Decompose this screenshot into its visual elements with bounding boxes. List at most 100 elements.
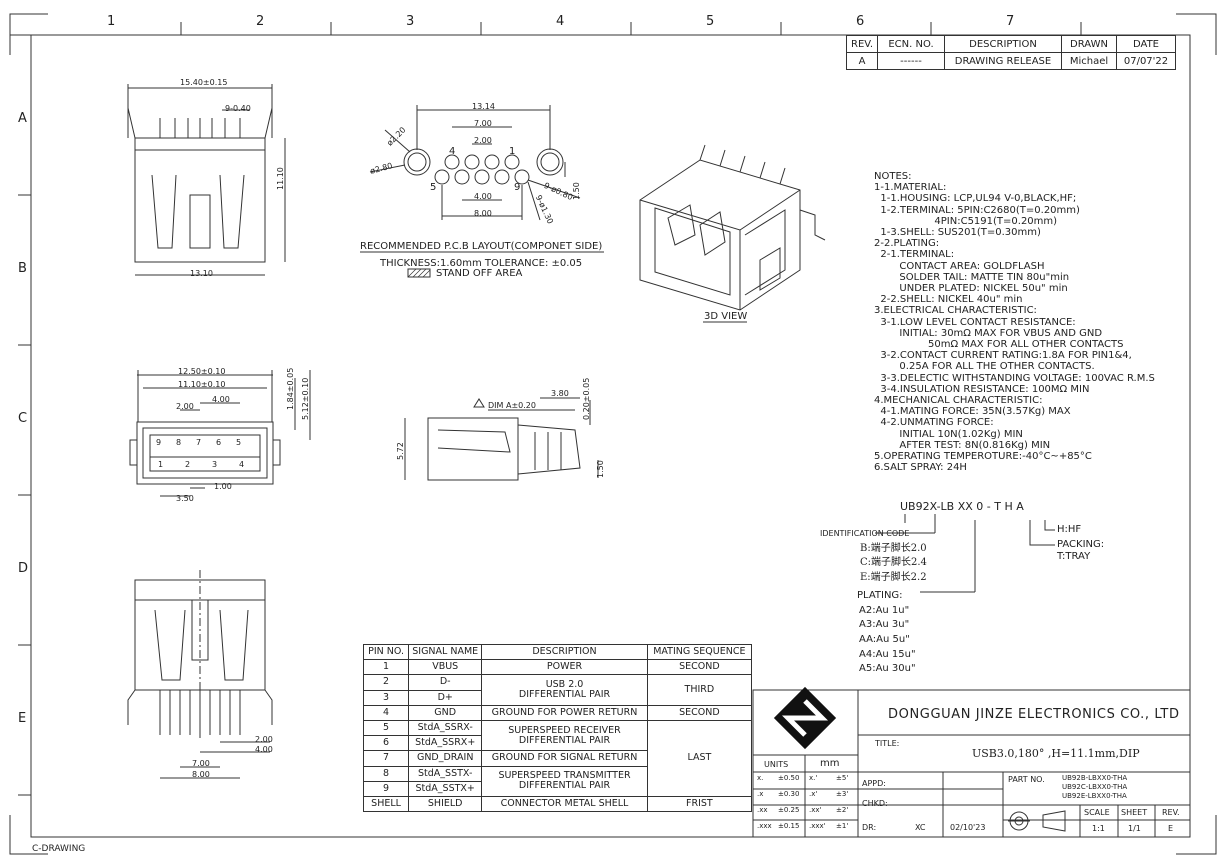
- note-line: 4.MECHANICAL CHARACTERISTIC:: [874, 395, 1043, 407]
- side-dim-572: 5.72: [396, 442, 405, 460]
- note-line: 0.25A FOR ALL THE OTHER CONTACTS.: [874, 361, 1095, 373]
- rev-value: E: [1168, 824, 1174, 833]
- table-row: 4 GND GROUND FOR POWER RETURN SECOND: [362, 704, 753, 721]
- company-name: DONGGUAN JINZE ELECTRONICS CO., LTD: [888, 707, 1180, 722]
- pin-no: 6: [362, 735, 410, 752]
- face-dim-1: 1.00: [214, 482, 232, 491]
- note-line: INITIAL: 30mΩ MAX FOR VBUS AND GND: [874, 327, 1103, 339]
- note-line: 1-2.TERMINAL: 5PIN:C2680(T=0.20mm): [874, 204, 1080, 216]
- face-pin-3: 3: [212, 460, 218, 469]
- face-dim-outer: 12.50±0.10: [178, 367, 226, 376]
- note-line: 3-1.LOW LEVEL CONTACT RESISTANCE:: [874, 316, 1076, 328]
- face-dim-35: 3.50: [176, 494, 194, 503]
- face-pin-2: 2: [185, 460, 191, 469]
- identification-e: E:端子脚长2.2: [860, 572, 927, 583]
- pin-no: 3: [362, 689, 410, 706]
- col-label-6: 6: [856, 14, 865, 29]
- pcb-standoff: STAND OFF AREA: [436, 268, 523, 279]
- identification-b: B:端子脚长2.0: [860, 543, 927, 554]
- hf-label: H:HF: [1057, 524, 1082, 535]
- note-line: 3-2.CONTACT CURRENT RATING:1.8A FOR PIN1…: [874, 350, 1132, 362]
- tolerance-cell: ±1': [836, 822, 849, 830]
- description-value: DRAWING RELEASE: [944, 52, 1062, 70]
- col-label-1: 1: [107, 14, 116, 29]
- note-line: UNDER PLATED: NICKEL 50u" min: [874, 283, 1068, 295]
- pcb-dim-8: 8.00: [474, 209, 492, 218]
- pcb-dim-4: 4.00: [474, 192, 492, 201]
- mating-sequence: FRIST: [646, 795, 753, 813]
- mating-sequence: LAST: [646, 719, 753, 797]
- plating-label: PLATING:: [857, 590, 903, 601]
- face-pin-4: 4: [239, 460, 245, 469]
- plating-aa: AA:Au 5u": [859, 634, 910, 645]
- side-dim-15: 1.50: [596, 460, 605, 478]
- scale-label: SCALE: [1084, 808, 1110, 817]
- pcb-pin-1: 1: [509, 146, 516, 157]
- face-dim-2: 2.00: [176, 402, 194, 411]
- pcb-dim-7: 7.00: [474, 119, 492, 128]
- drawn-value: Michael: [1061, 52, 1117, 70]
- face-pin-8: 8: [176, 438, 182, 447]
- pin-header-no: PIN NO.: [362, 643, 410, 661]
- dim-width: 15.40±0.15: [180, 78, 228, 87]
- table-row: SHELL SHIELD CONNECTOR METAL SHELL FRIST: [362, 795, 753, 813]
- ecn-header: ECN. NO.: [877, 35, 945, 53]
- units-value: mm: [820, 758, 840, 769]
- tolerance-cell: ±2': [836, 806, 849, 814]
- col-label-2: 2: [256, 14, 265, 29]
- face-dim-inner: 11.10±0.10: [178, 380, 226, 389]
- signal-name: StdA_SSTX-: [408, 765, 483, 782]
- notes-block: NOTES:1-1.MATERIAL: 1-1.HOUSING: LCP,UL9…: [874, 171, 1155, 473]
- pcb-pin-9: 9: [514, 182, 521, 193]
- signal-name: StdA_SSRX+: [408, 735, 483, 752]
- pcb-pin-4: 4: [449, 146, 456, 157]
- side-dim-02: 0.20±0.05: [582, 377, 591, 420]
- drawn-header: DRAWN: [1061, 35, 1117, 53]
- appd-label: APPD:: [862, 779, 886, 788]
- pcb-layout-title: RECOMMENDED P.C.B LAYOUT(COMPONET SIDE): [360, 241, 603, 252]
- row-label-d: D: [18, 561, 29, 576]
- scale-value: 1:1: [1092, 824, 1105, 833]
- mating-sequence: SECOND: [646, 659, 753, 676]
- note-line: 3-4.INSULATION RESISTANCE: 100MΩ MIN: [874, 383, 1090, 395]
- tolerance-cell: ±3': [836, 790, 849, 798]
- note-line: 3-3.DELECTIC WITHSTANDING VOLTAGE: 100VA…: [874, 372, 1155, 384]
- face-pin-7: 7: [196, 438, 202, 447]
- tolerance-cell: .x': [809, 790, 818, 798]
- dim-pin-width: 9-0.40: [225, 104, 251, 113]
- pin-no: 4: [362, 704, 410, 721]
- note-line: AFTER TEST: 8N(0.816Kg) MIN: [874, 439, 1051, 451]
- note-line: 1-1.HOUSING: LCP,UL94 V-0,BLACK,HF;: [874, 193, 1077, 205]
- note-line: 3.ELECTRICAL CHARACTERISTIC:: [874, 305, 1037, 317]
- dr-label: DR:: [862, 823, 877, 832]
- note-line: CONTACT AREA: GOLDFLASH: [874, 260, 1045, 272]
- table-row: 9 StdA_SSTX+: [362, 780, 752, 797]
- identification-c: C:端子脚长2.4: [860, 557, 927, 568]
- title-label: TITLE:: [875, 739, 900, 748]
- note-line: 1-3.SHELL: SUS201(T=0.30mm): [874, 227, 1041, 239]
- signal-name: GND_DRAIN: [408, 750, 483, 767]
- tolerance-cell: ±0.30: [778, 790, 800, 798]
- face-dim-4: 4.00: [212, 395, 230, 404]
- note-line: 2-1.TERMINAL:: [874, 249, 955, 261]
- face-pin-1: 1: [158, 460, 164, 469]
- dim-shell-width: 13.10: [190, 269, 213, 278]
- bottom-dim-7: 7.00: [192, 759, 210, 768]
- date-value: 07/07'22: [1116, 52, 1176, 70]
- iso-view-label: 3D VIEW: [704, 311, 748, 322]
- signal-name: D+: [408, 689, 483, 706]
- ecn-value: ------: [877, 52, 945, 70]
- description: GROUND FOR SIGNAL RETURN: [481, 750, 648, 767]
- note-line: 2-2.SHELL: NICKEL 40u" min: [874, 294, 1023, 306]
- note-line: 1-1.MATERIAL:: [874, 182, 947, 194]
- part-code: UB92X-LB XX 0 - T H A: [900, 500, 1024, 513]
- plating-a4: A4:Au 15u": [859, 649, 916, 660]
- pin-no: 1: [362, 659, 410, 676]
- bottom-dim-4: 4.00: [255, 745, 273, 754]
- rev-header: REV.: [846, 35, 878, 53]
- note-line: 6.SALT SPRAY: 24H: [874, 462, 967, 474]
- signal-name: StdA_SSTX+: [408, 780, 483, 797]
